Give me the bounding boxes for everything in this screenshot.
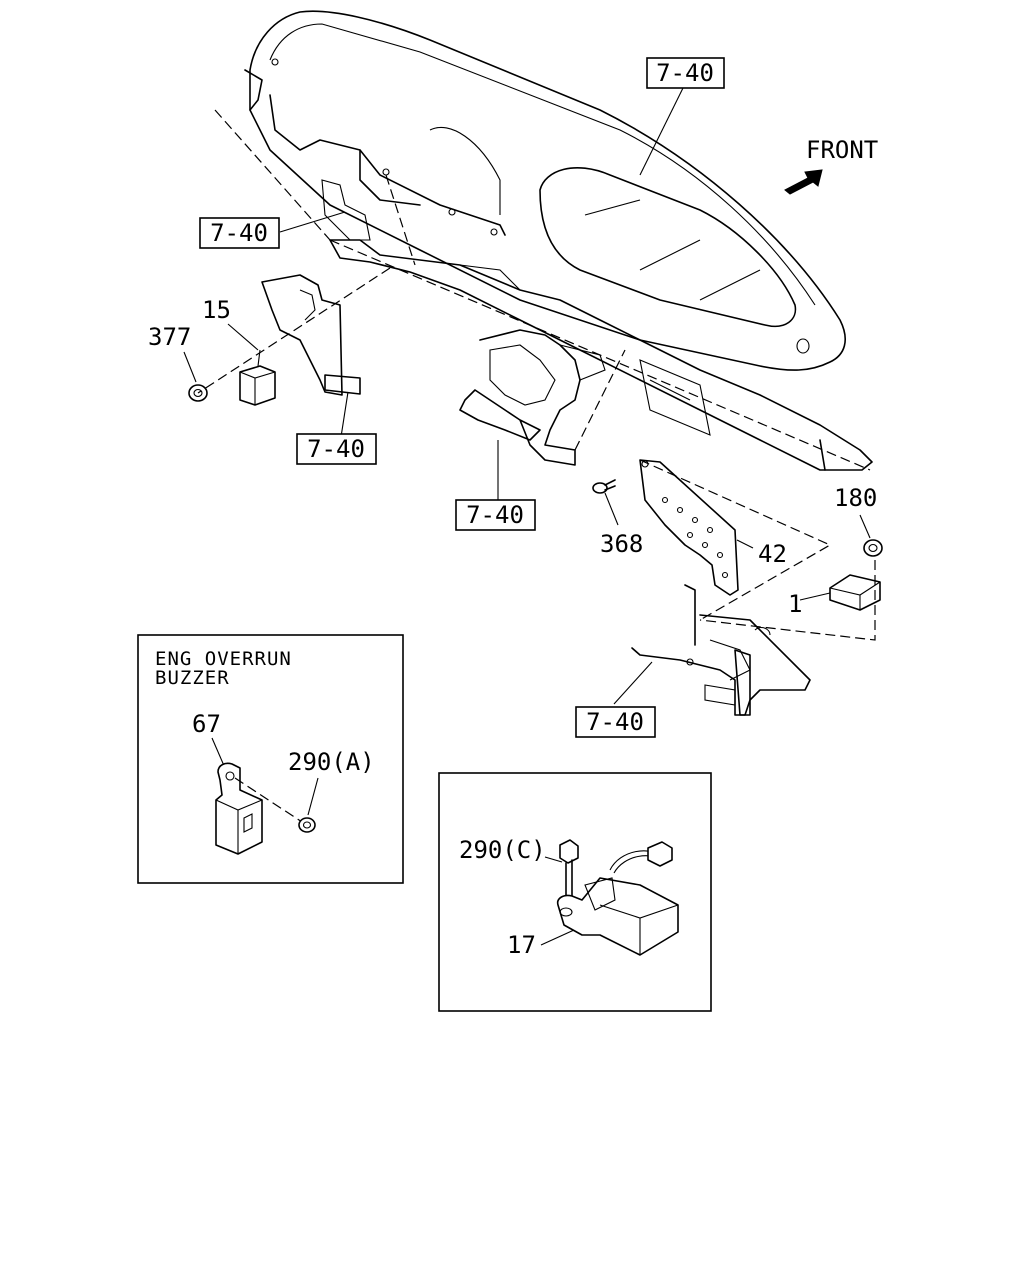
bolt-part-368 [592,479,616,494]
front-arrow-icon [784,169,823,195]
part-number-290c: 290(C) [459,836,546,864]
part-number-15: 15 [202,296,231,324]
front-direction: FRONT [784,136,878,195]
module-part-1 [829,574,881,611]
part-number-290a: 290(A) [288,748,375,776]
cross-beam [329,239,873,471]
reference-tag: 7-40 [296,433,377,465]
nut-part-290a [298,817,316,833]
part-number-42: 42 [758,540,787,568]
reference-tag-text: 7-40 [586,708,644,736]
left-bracket [261,179,371,396]
module-part-17 [556,841,679,956]
reference-tag-text: 7-40 [210,219,268,247]
part-number-180: 180 [834,484,877,512]
leader-lines [183,85,871,705]
front-label: FRONT [806,136,878,164]
mounting-plate [639,459,739,596]
inset-title-line1: ENG OVERRUN [155,648,292,670]
center-bracket [459,329,606,466]
reference-tag: 7-40 [455,499,536,531]
part-number-377: 377 [148,323,191,351]
part-number-368: 368 [600,530,643,558]
relay-part-15 [239,349,276,406]
nut-part-377 [188,384,208,402]
part-number-17: 17 [507,931,536,959]
reference-tag: 7-40 [199,217,280,249]
inset-buzzer-panel: ENG OVERRUN BUZZER 67 290(A) [137,634,404,884]
instrument-panel [244,10,846,371]
reference-tag-text: 7-40 [307,435,365,463]
nut-part-180 [863,539,883,557]
inset-title-line2: BUZZER [155,667,230,689]
assembly-lines [197,109,876,641]
inset-module-panel: 290(C) 17 [438,772,712,1012]
part-number-67: 67 [192,710,221,738]
reference-tag-text: 7-40 [656,59,714,87]
buzzer-part-67 [215,762,263,855]
part-number-1: 1 [788,590,802,618]
reference-tag: 7-40 [575,706,656,738]
lower-bracket [631,584,811,716]
reference-tag-text: 7-40 [466,501,524,529]
reference-tag: 7-40 [646,57,725,89]
